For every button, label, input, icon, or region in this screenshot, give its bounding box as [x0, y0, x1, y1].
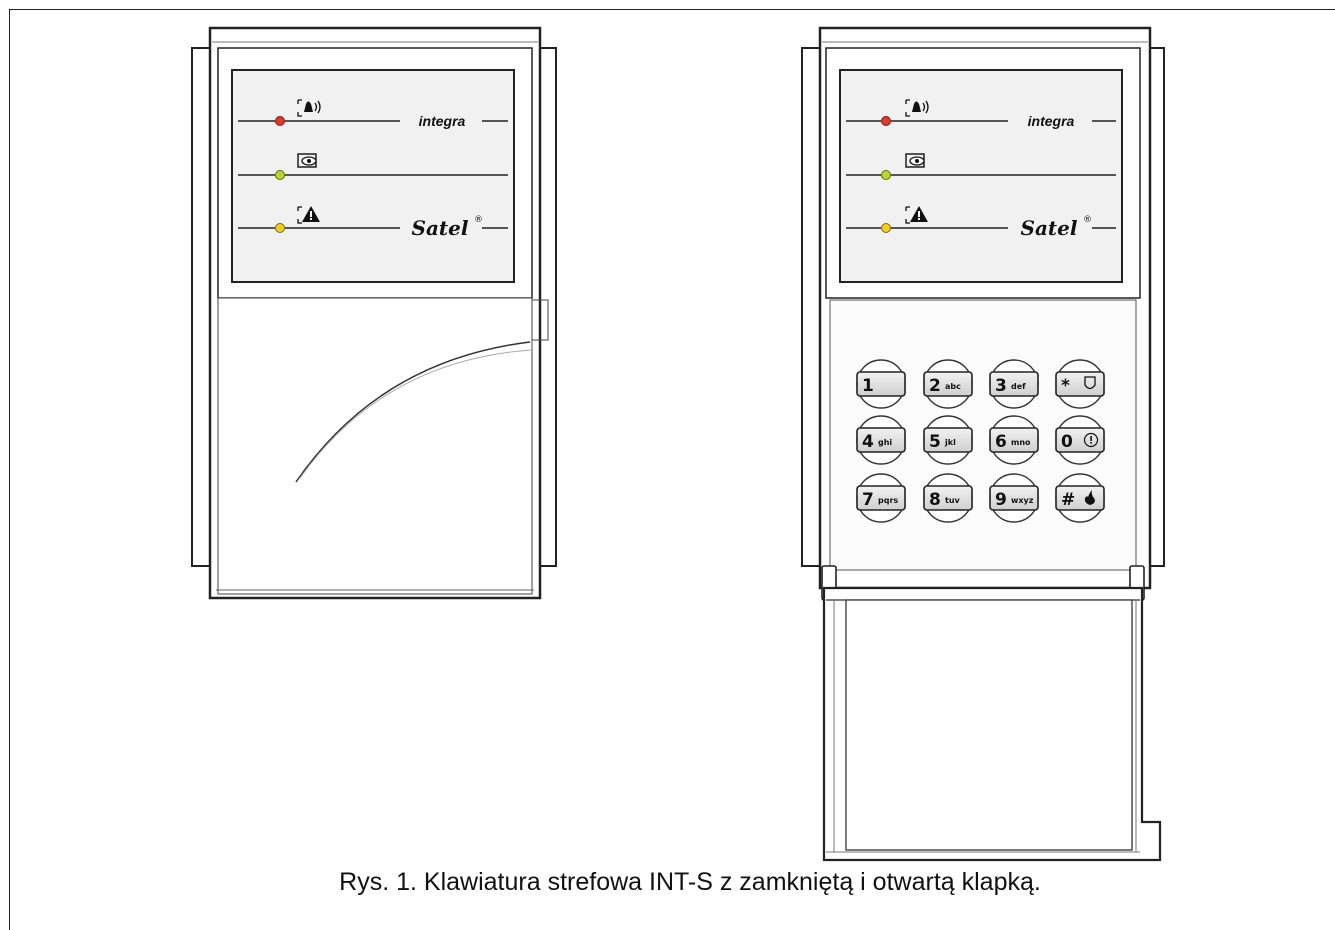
key-letters: ghi	[878, 438, 892, 447]
key-digit: 4	[862, 432, 874, 452]
integra-logo: integra	[1028, 113, 1075, 129]
key-2[interactable]: 2 abc	[923, 359, 973, 409]
key-digit: 6	[995, 432, 1007, 452]
key-letters: abc	[945, 382, 961, 391]
armed-led	[275, 170, 285, 180]
satel-logo: Satel	[412, 216, 469, 240]
led-row-alarm: integra	[846, 99, 1116, 129]
closed-flap	[217, 297, 533, 595]
warning-triangle-icon	[297, 206, 320, 224]
key-digit: 8	[929, 490, 941, 510]
key-digit: 2	[929, 376, 941, 396]
key-7[interactable]: 7 pqrs	[856, 473, 906, 523]
led-row-armed	[846, 153, 1116, 180]
shield-icon	[1084, 376, 1096, 390]
key-digit: 3	[995, 376, 1007, 396]
satel-logo: Satel	[1021, 216, 1078, 240]
key-hash[interactable]: #	[1055, 473, 1105, 523]
open-flap	[822, 586, 1162, 862]
key-digit: 9	[995, 490, 1007, 510]
key-letters: mno	[1011, 438, 1031, 447]
led-row-alarm: integra	[238, 99, 508, 129]
armed-led	[881, 170, 891, 180]
key-0[interactable]: 0	[1055, 415, 1105, 465]
eye-icon	[905, 153, 925, 168]
trouble-led	[881, 223, 891, 233]
key-digit: 0	[1061, 432, 1073, 452]
flap-curve	[295, 341, 531, 483]
eye-icon	[297, 153, 317, 168]
key-1[interactable]: 1	[856, 359, 906, 409]
key-3[interactable]: 3 def	[989, 359, 1039, 409]
fire-icon	[1084, 490, 1095, 505]
key-letters: def	[1011, 382, 1026, 391]
figure-caption: Rys. 1. Klawiatura strefowa INT-S z zamk…	[339, 868, 1041, 896]
figure-frame	[9, 9, 1335, 930]
key-letters: tuv	[945, 496, 961, 505]
registered-mark: ®	[474, 215, 483, 225]
key-digit: 1	[862, 376, 874, 396]
key-letters: jkl	[944, 438, 956, 447]
trouble-led	[275, 223, 285, 233]
led-row-armed	[238, 153, 508, 180]
key-digit: #	[1061, 490, 1075, 510]
key-9[interactable]: 9 wxyz	[989, 473, 1039, 523]
key-star[interactable]: *	[1055, 359, 1105, 409]
led-row-trouble: Satel ®	[846, 206, 1116, 240]
key-8[interactable]: 8 tuv	[923, 473, 973, 523]
key-6[interactable]: 6 mno	[989, 415, 1039, 465]
key-digit: 5	[929, 432, 941, 452]
alarm-led	[881, 116, 891, 126]
led-row-trouble: Satel ®	[238, 206, 508, 240]
key-letters: pqrs	[878, 496, 898, 505]
alarm-bell-icon	[905, 99, 929, 117]
keypad-open: integra Satel ®	[801, 26, 1165, 862]
key-letters: wxyz	[1011, 496, 1034, 505]
alarm-bell-icon	[297, 99, 321, 117]
key-digit: 7	[862, 490, 874, 510]
keypad-closed: integra Satel ®	[191, 26, 557, 600]
registered-mark: ®	[1083, 215, 1092, 225]
alarm-led	[275, 116, 285, 126]
integra-logo: integra	[419, 113, 466, 129]
warning-triangle-icon	[905, 206, 928, 224]
display-panel	[231, 69, 515, 283]
key-4[interactable]: 4 ghi	[856, 415, 906, 465]
exclamation-circle-icon	[1083, 432, 1099, 448]
key-digit: *	[1061, 376, 1070, 396]
